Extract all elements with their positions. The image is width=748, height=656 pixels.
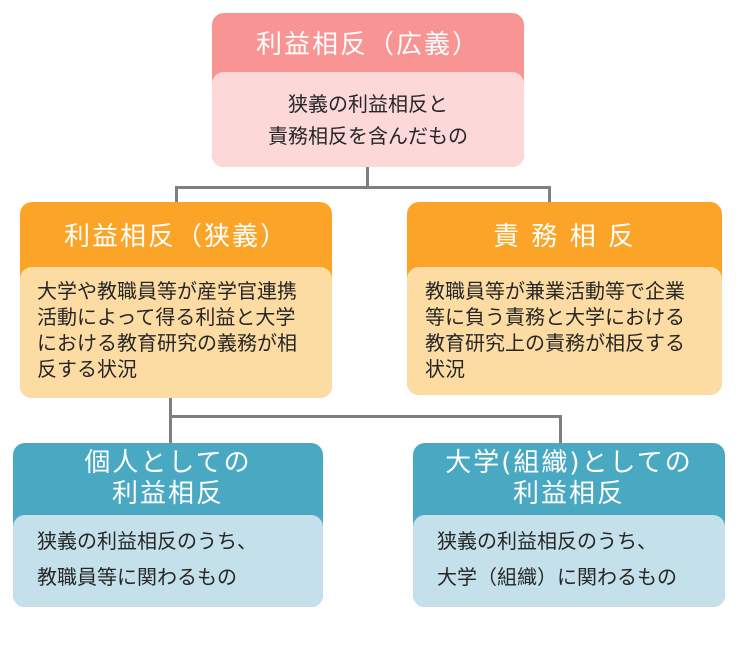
node-duty-body-line: 等に負う責務と大学における bbox=[425, 305, 685, 329]
node-organization-title-line: 大学(組織)としての bbox=[445, 447, 693, 478]
connector-narrow-branch bbox=[169, 415, 562, 418]
node-personal-body: 狭義の利益相反のうち、 教職員等に関わるもの bbox=[13, 515, 323, 607]
node-personal-title: 個人としての 利益相反 bbox=[13, 443, 323, 515]
connector-duty-drop bbox=[548, 186, 551, 203]
connector-broad-branch bbox=[175, 186, 551, 189]
node-narrow-body: 大学や教職員等が産学官連携 活動によって得る利益と大学 における教育研究の義務が… bbox=[20, 267, 332, 398]
node-narrow-body-line: 大学や教職員等が産学官連携 bbox=[37, 279, 297, 303]
node-narrow-title: 利益相反（狭義） bbox=[63, 222, 288, 252]
node-personal-title-line: 利益相反 bbox=[111, 479, 224, 509]
connector-organization-drop bbox=[559, 415, 562, 443]
node-organization-body-line: 大学（組織）に関わるもの bbox=[437, 565, 677, 589]
node-duty-body: 教職員等が兼業活動等で企業 等に負う責務と大学における 教育研究上の責務が相反す… bbox=[407, 267, 722, 395]
node-duty-body-line: 教育研究上の責務が相反する bbox=[425, 331, 685, 355]
node-organization: 大学(組織)としての 利益相反 狭義の利益相反のうち、 大学（組織）に関わるもの bbox=[413, 443, 725, 607]
node-personal-body-line: 狭義の利益相反のうち、 bbox=[37, 529, 257, 553]
connector-narrow-stem bbox=[169, 398, 172, 443]
node-broad-body-line: 責務相反を含んだもの bbox=[268, 123, 468, 148]
node-organization-body-line: 狭義の利益相反のうち、 bbox=[437, 529, 657, 553]
connector-broad-stem bbox=[366, 167, 369, 188]
node-organization-body: 狭義の利益相反のうち、 大学（組織）に関わるもの bbox=[413, 515, 725, 607]
node-organization-title-line: 利益相反 bbox=[512, 479, 625, 509]
node-broad-body-line: 狭義の利益相反と bbox=[288, 91, 448, 116]
node-duty-body-line: 状況 bbox=[425, 357, 465, 381]
node-duty-title: 責 務 相 反 bbox=[493, 222, 636, 252]
node-narrow-body-line: における教育研究の義務が相 bbox=[37, 331, 297, 355]
node-broad: 利益相反（広義） 狭義の利益相反と 責務相反を含んだもの bbox=[212, 13, 524, 167]
node-duty-body-line: 教職員等が兼業活動等で企業 bbox=[425, 279, 685, 303]
node-narrow-body-line: 活動によって得る利益と大学 bbox=[37, 305, 296, 329]
node-broad-body: 狭義の利益相反と 責務相反を含んだもの bbox=[212, 72, 524, 167]
node-broad-title: 利益相反（広義） bbox=[255, 30, 480, 60]
node-organization-title: 大学(組織)としての 利益相反 bbox=[413, 443, 725, 515]
node-personal-title-line: 個人としての bbox=[84, 447, 252, 478]
node-duty: 責 務 相 反 教職員等が兼業活動等で企業 等に負う責務と大学における 教育研究… bbox=[407, 202, 722, 395]
connector-narrow-drop bbox=[175, 186, 178, 203]
node-narrow-body-line: 反する状況 bbox=[37, 357, 137, 381]
node-personal: 個人としての 利益相反 狭義の利益相反のうち、 教職員等に関わるもの bbox=[13, 443, 323, 607]
node-personal-body-line: 教職員等に関わるもの bbox=[37, 565, 237, 589]
node-narrow: 利益相反（狭義） 大学や教職員等が産学官連携 活動によって得る利益と大学 におけ… bbox=[20, 202, 332, 398]
